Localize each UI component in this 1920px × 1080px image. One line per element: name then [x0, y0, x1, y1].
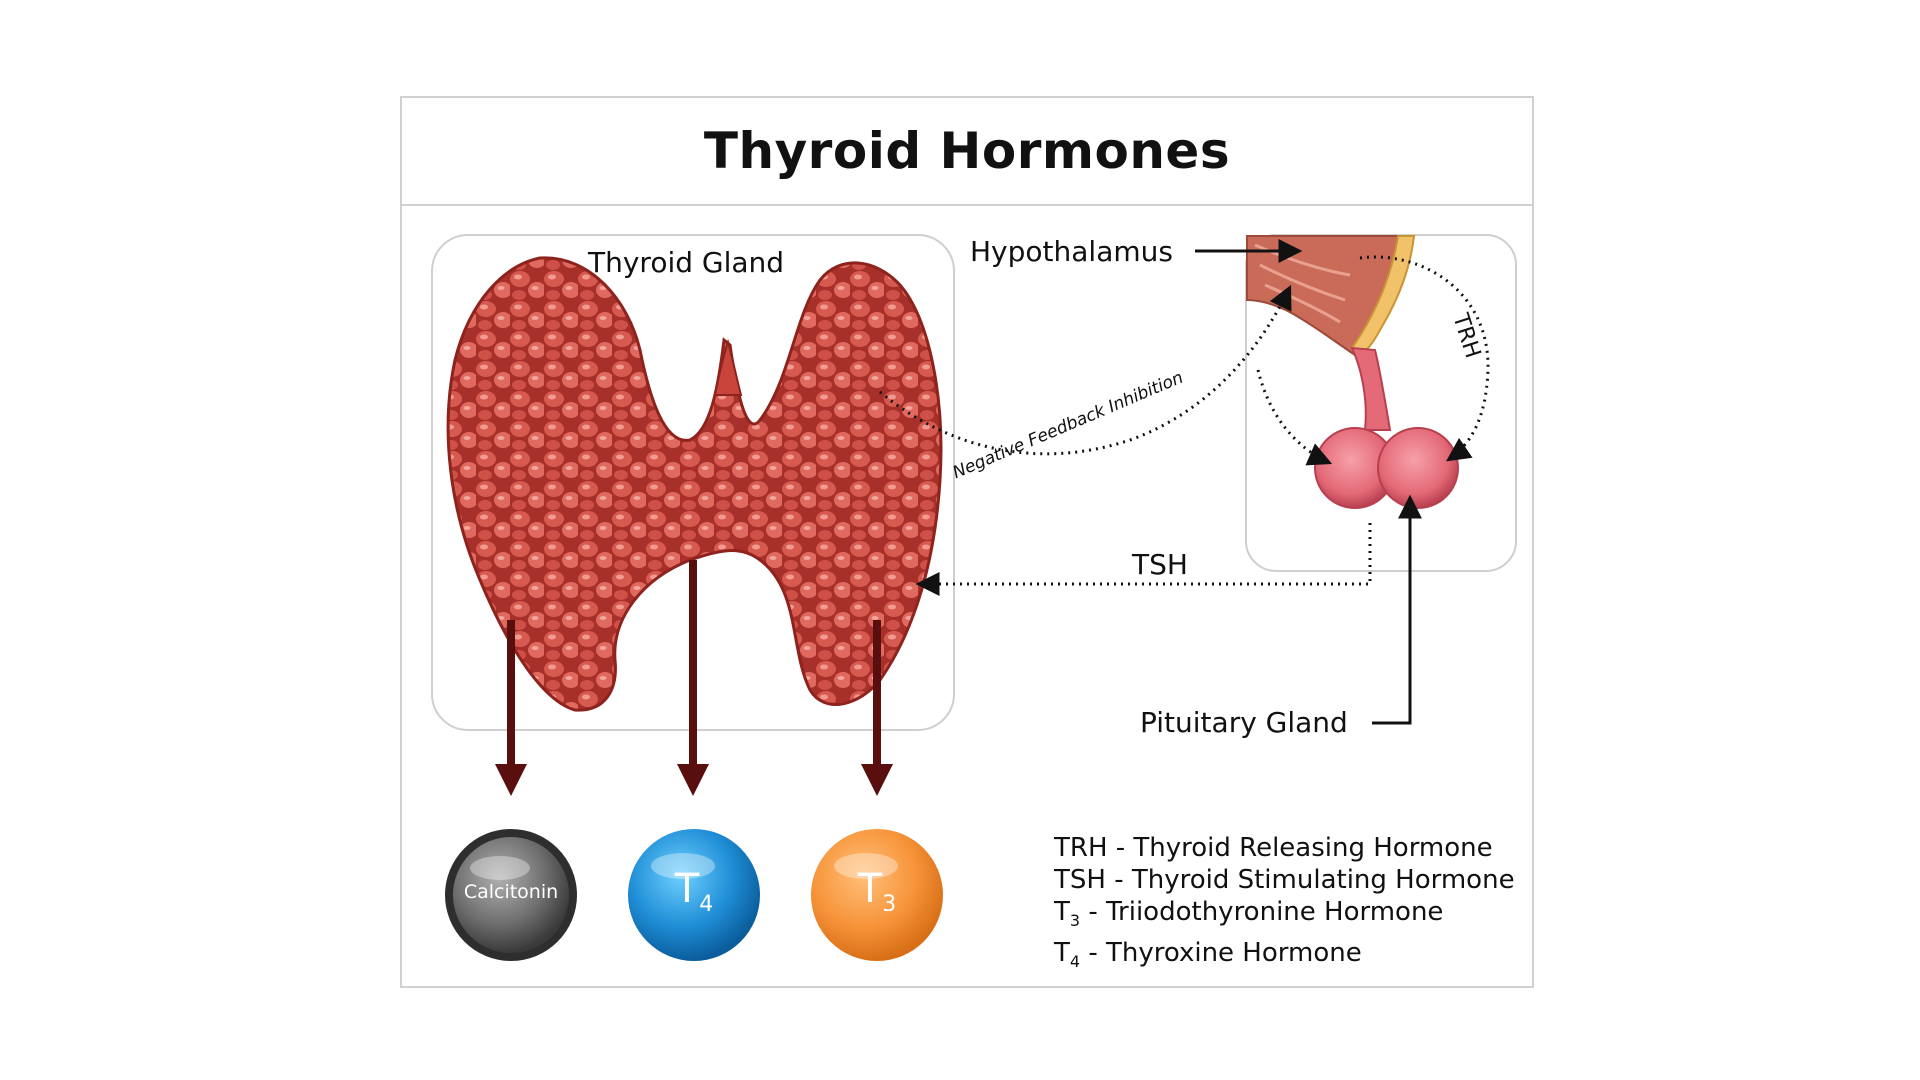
legend-row-trh: TRH - Thyroid Releasing Hormone: [1054, 833, 1493, 863]
t3-label: T3: [857, 866, 897, 917]
t3-ball: [811, 829, 943, 961]
tsh-label: TSH: [1132, 548, 1188, 581]
hypothalamus-label: Hypothalamus: [970, 235, 1173, 268]
legend-row-t4: T4 - Thyroxine Hormone: [1054, 938, 1362, 972]
pituitary-pointer: [1372, 494, 1422, 725]
pituitary-gland-label: Pituitary Gland: [1140, 706, 1348, 739]
negative-feedback-label: Negative Feedback Inhibition: [950, 368, 1186, 483]
calcitonin-ball: [453, 837, 569, 953]
legend-row-tsh: TSH - Thyroid Stimulating Hormone: [1054, 865, 1515, 895]
page-title: Thyroid Hormones: [703, 122, 1231, 180]
legend-row-t3: T3 - Triiodothyronine Hormone: [1054, 897, 1444, 931]
title-bar: Thyroid Hormones: [402, 98, 1532, 206]
trh-arrow: [1359, 255, 1490, 462]
t4-label: T4: [674, 866, 714, 917]
t4-ball: [628, 829, 760, 961]
thyroid-gland-label: Thyroid Gland: [588, 246, 785, 279]
calcitonin-label: Calcitonin: [463, 881, 559, 903]
legend: TRH - Thyroid Releasing Hormone TSH - Th…: [1054, 832, 1515, 978]
negative-feedback-arrow: [879, 284, 1292, 456]
